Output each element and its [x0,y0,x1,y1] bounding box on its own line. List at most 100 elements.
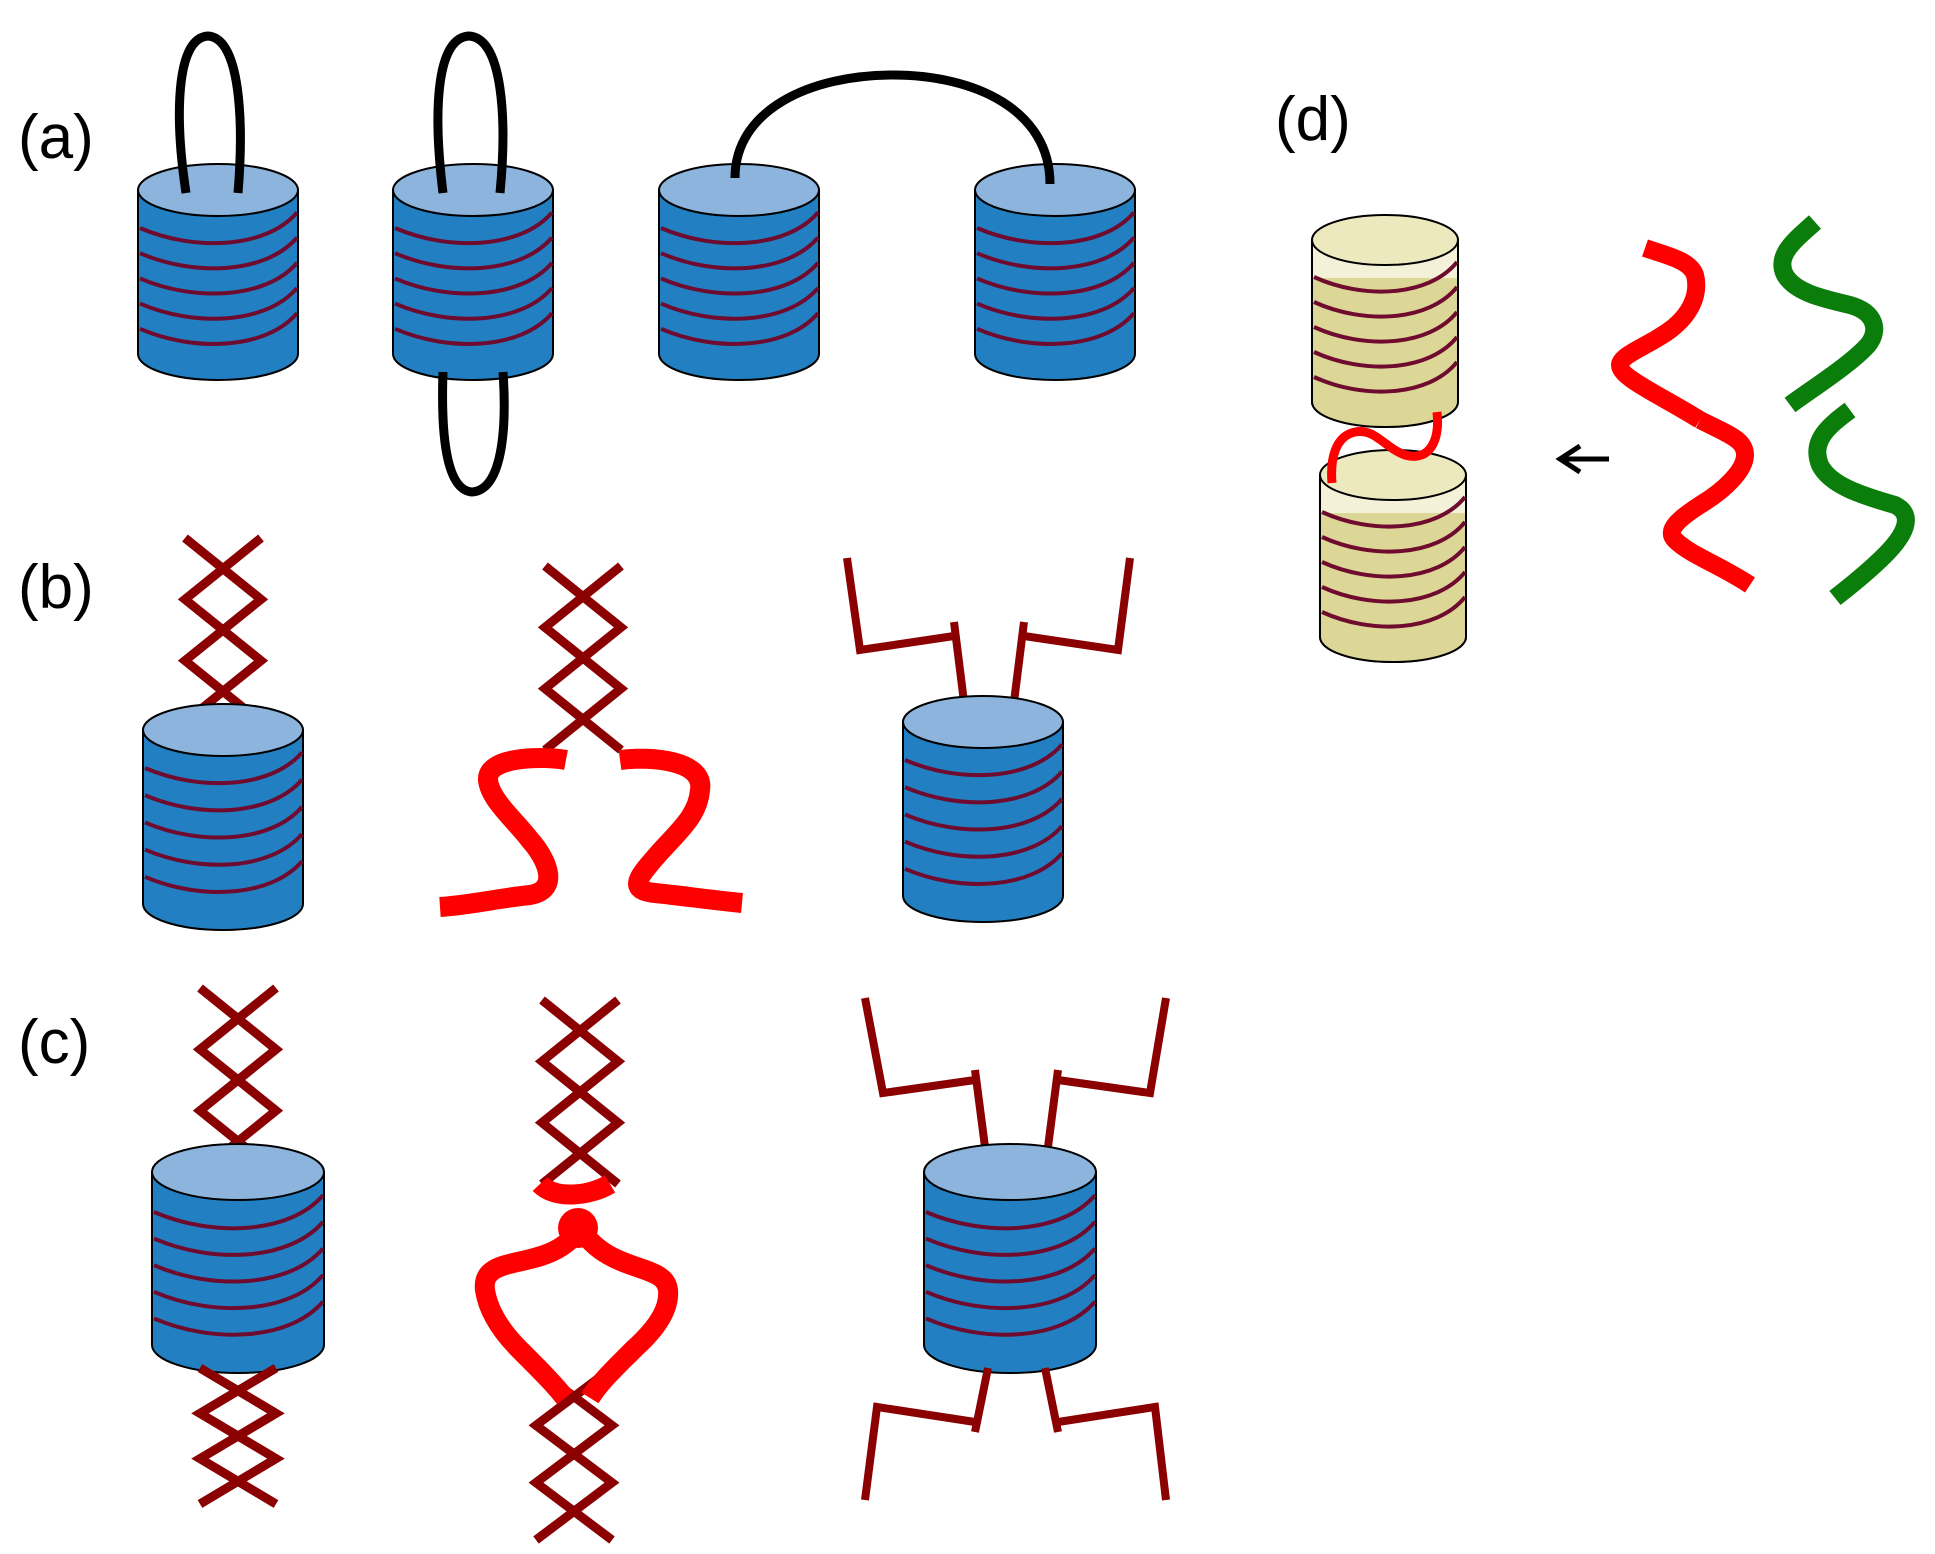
panel-b [142,534,1134,931]
cylinder-stripe [139,211,299,246]
cylinder-stripe [1321,545,1467,579]
cylinder-stripe [1313,360,1459,394]
cylinder-stripe [1321,595,1467,629]
cylinder-stripe [1321,570,1467,604]
linker-d [1327,411,1443,484]
linker-b2 [439,748,743,917]
zigzag-strand [528,1364,620,1544]
cylinder-stripe [660,286,820,321]
cylinder-stripe [139,311,299,346]
cylinder-top [151,1143,325,1201]
cylinder-stripe [394,236,554,271]
cylinder-stripe [153,1247,325,1284]
loop-a1 [174,31,245,194]
bracket-ligand-c3-bottom [861,1367,1170,1501]
cylinder-outline [1319,474,1467,663]
cylinder-stripe [394,211,554,246]
cylinder-stripe [1313,260,1459,294]
zigzag-strand [177,534,269,726]
cylinder-top [142,703,304,757]
cylinder-stripe [925,1193,1097,1231]
zigzag-ligand-c2-bottom [528,1364,620,1544]
cylinder-stripe [144,832,304,867]
cylinder-stripe [660,236,820,271]
cylinder-stripe [144,778,304,813]
cylinder-stripe [904,851,1064,886]
cylinder-stripe [153,1193,325,1231]
cylinder-stripe [660,261,820,296]
cylinder-stripe [904,824,1064,859]
cylinder-stripe [394,286,554,321]
cylinder-stripe [1313,285,1459,319]
cylinder-stripe [904,797,1064,832]
cylinder-stripe [394,311,554,346]
cylinder-stripe [925,1247,1097,1284]
cylinder-b1 [142,703,304,931]
cylinder-stripe [153,1300,325,1337]
cylinder-stripe [144,859,304,894]
zigzag-ligand-b2 [537,562,629,754]
panel-c [151,984,1170,1544]
cylinder-stripe [1313,335,1459,369]
cylinder-stripe [904,770,1064,805]
zigzag-ligand-c1-top [192,984,284,1176]
cylinder-a1 [137,163,299,381]
panel-d [1311,214,1915,663]
cylinder-top [923,1143,1097,1201]
cylinder-stripe [660,311,820,346]
zigzag-strand [192,984,284,1176]
cylinder-stripe [925,1273,1097,1311]
cylinder-top [1311,214,1459,266]
cylinder-stripe [153,1220,325,1257]
cylinder-stripe [144,805,304,840]
cylinder-outline [1311,239,1459,428]
pale-cylinder-d2 [1319,449,1467,663]
linker-c2 [474,1175,679,1405]
panel-label-b: (b) [18,553,94,622]
cylinder-a4 [974,163,1136,381]
panel-a [137,31,1136,497]
panel-label-a: (a) [18,103,94,172]
cylinder-top [137,163,299,217]
cylinder-stripe [976,261,1136,296]
cylinder-stripe [139,261,299,296]
cylinder-stripe [925,1300,1097,1337]
zigzag-ligand-c1-bottom [191,1364,285,1508]
cylinder-stripe [1313,310,1459,344]
zigzag-strand [537,562,629,754]
cylinder-top [1319,449,1467,501]
cylinder-a3 [658,163,820,381]
cylinder-a2 [392,163,554,381]
cylinder-b3 [902,695,1064,923]
arrow-d [1555,443,1609,475]
cylinder-stripe [925,1220,1097,1257]
helix-green-upper [1773,215,1884,413]
helix-green-lower [1808,402,1915,606]
bracket-ligand-c3-top [861,997,1170,1171]
cylinder-stripe [1321,520,1467,554]
cylinder-stripe [394,261,554,296]
cylinder-stripe [976,236,1136,271]
loop-a2-top [433,31,508,194]
zigzag-strand [191,1364,285,1508]
zigzag-ligand-c2-top [534,996,626,1188]
zigzag-ligand-b1 [177,534,269,726]
cylinder-stripe [144,751,304,786]
pale-cylinder-d1 [1311,214,1459,428]
cylinder-top [974,163,1136,217]
cylinder-top [392,163,554,217]
cylinder-stripe [153,1273,325,1311]
cylinder-stripe [139,286,299,321]
cylinder-stripe [976,286,1136,321]
cylinder-stripe [976,211,1136,246]
cylinder-stripe [139,236,299,271]
cylinder-stripe [904,743,1064,778]
helix-red-upper [1611,239,1706,428]
loop-a3-a4 [730,70,1055,185]
cylinder-stripe [660,211,820,246]
cylinder-c1 [151,1143,325,1374]
bracket-ligand-b3 [843,557,1134,719]
helix-red-lower [1662,411,1755,593]
loop-a2-bottom [438,371,509,497]
